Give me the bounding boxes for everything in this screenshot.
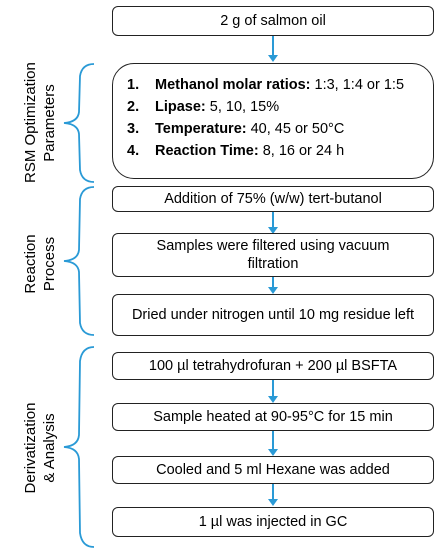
arrow-3 [272,277,274,288]
section-label-derivatization-line1: Derivatization [22,402,39,494]
parameter-item: 2. Lipase: 5, 10, 15% [127,96,425,118]
parameter-value: 5, 10, 15% [205,99,280,115]
arrow-6-head [268,499,278,506]
arrow-2-head [268,227,278,234]
parameter-name: Methanol molar ratios: [155,77,311,93]
parameter-name: Temperature: [155,121,247,137]
section-label-derivatization-line2: & Analysis [41,413,58,483]
section-label-rsm-line2: Parameters [41,84,58,162]
brace-derivatization [63,346,95,548]
arrow-1-head [268,55,278,62]
step-tert-butanol: Addition of 75% (w/w) tert-butanol [112,186,434,212]
arrow-3-head [268,287,278,294]
step-dried: Dried under nitrogen until 10 mg residue… [112,294,434,336]
section-label-reaction-line1: Reaction [22,234,39,294]
step-salmon-oil-text: 2 g of salmon oil [220,13,326,29]
step-thf: 100 µl tetrahydrofuran + 200 µl BSFTA [112,352,434,380]
parameter-item: 4. Reaction Time: 8, 16 or 24 h [127,140,425,162]
section-label-reaction-line2: Process [41,236,58,292]
brace-reaction [63,186,95,336]
step-cooled-text: Cooled and 5 ml Hexane was added [156,462,390,478]
parameter-value: 40, 45 or 50°C [246,121,345,137]
parameter-value: 8, 16 or 24 h [258,143,345,159]
section-label-reaction: Reaction Process [21,224,59,304]
step-thf-text: 100 µl tetrahydrofuran + 200 µl BSFTA [148,358,398,374]
parameter-value: 1:3, 1:4 or 1:5 [310,77,405,93]
parameter-item: 3. Temperature: 40, 45 or 50°C [127,118,425,140]
section-label-derivatization: Derivatization & Analysis [21,388,59,508]
step-tert-butanol-text: Addition of 75% (w/w) tert-butanol [164,191,382,207]
step-salmon-oil: 2 g of salmon oil [112,6,434,36]
step-dried-text: Dried under nitrogen until 10 mg residue… [131,307,415,323]
parameter-number: 3. [127,121,140,137]
parameter-name: Reaction Time: [155,143,259,159]
parameter-number: 1. [127,77,140,93]
arrow-6 [272,484,274,500]
step-heated: Sample heated at 90-95°C for 15 min [112,403,434,431]
step-filtered: Samples were filtered using vacuum filtr… [112,233,434,277]
parameter-name: Lipase: [155,99,206,115]
arrow-5-head [268,449,278,456]
step-injected: 1 µl was injected in GC [112,507,434,537]
parameter-number: 2. [127,99,140,115]
step-heated-text: Sample heated at 90-95°C for 15 min [153,409,393,425]
arrow-5 [272,431,274,450]
arrow-1 [272,36,274,56]
parameter-number: 4. [127,143,140,159]
brace-rsm [63,63,95,183]
step-filtered-text: Samples were filtered using vacuum filtr… [156,238,390,272]
arrow-4-head [268,396,278,403]
arrow-2 [272,212,274,228]
arrow-4 [272,380,274,397]
step-injected-text: 1 µl was injected in GC [198,514,348,530]
section-label-rsm: RSM Optimization Parameters [21,62,59,183]
parameter-item: 1. Methanol molar ratios: 1:3, 1:4 or 1:… [127,74,425,96]
step-cooled: Cooled and 5 ml Hexane was added [112,456,434,484]
parameters-box: 1. Methanol molar ratios: 1:3, 1:4 or 1:… [112,63,434,179]
section-label-rsm-line1: RSM Optimization [22,62,39,183]
